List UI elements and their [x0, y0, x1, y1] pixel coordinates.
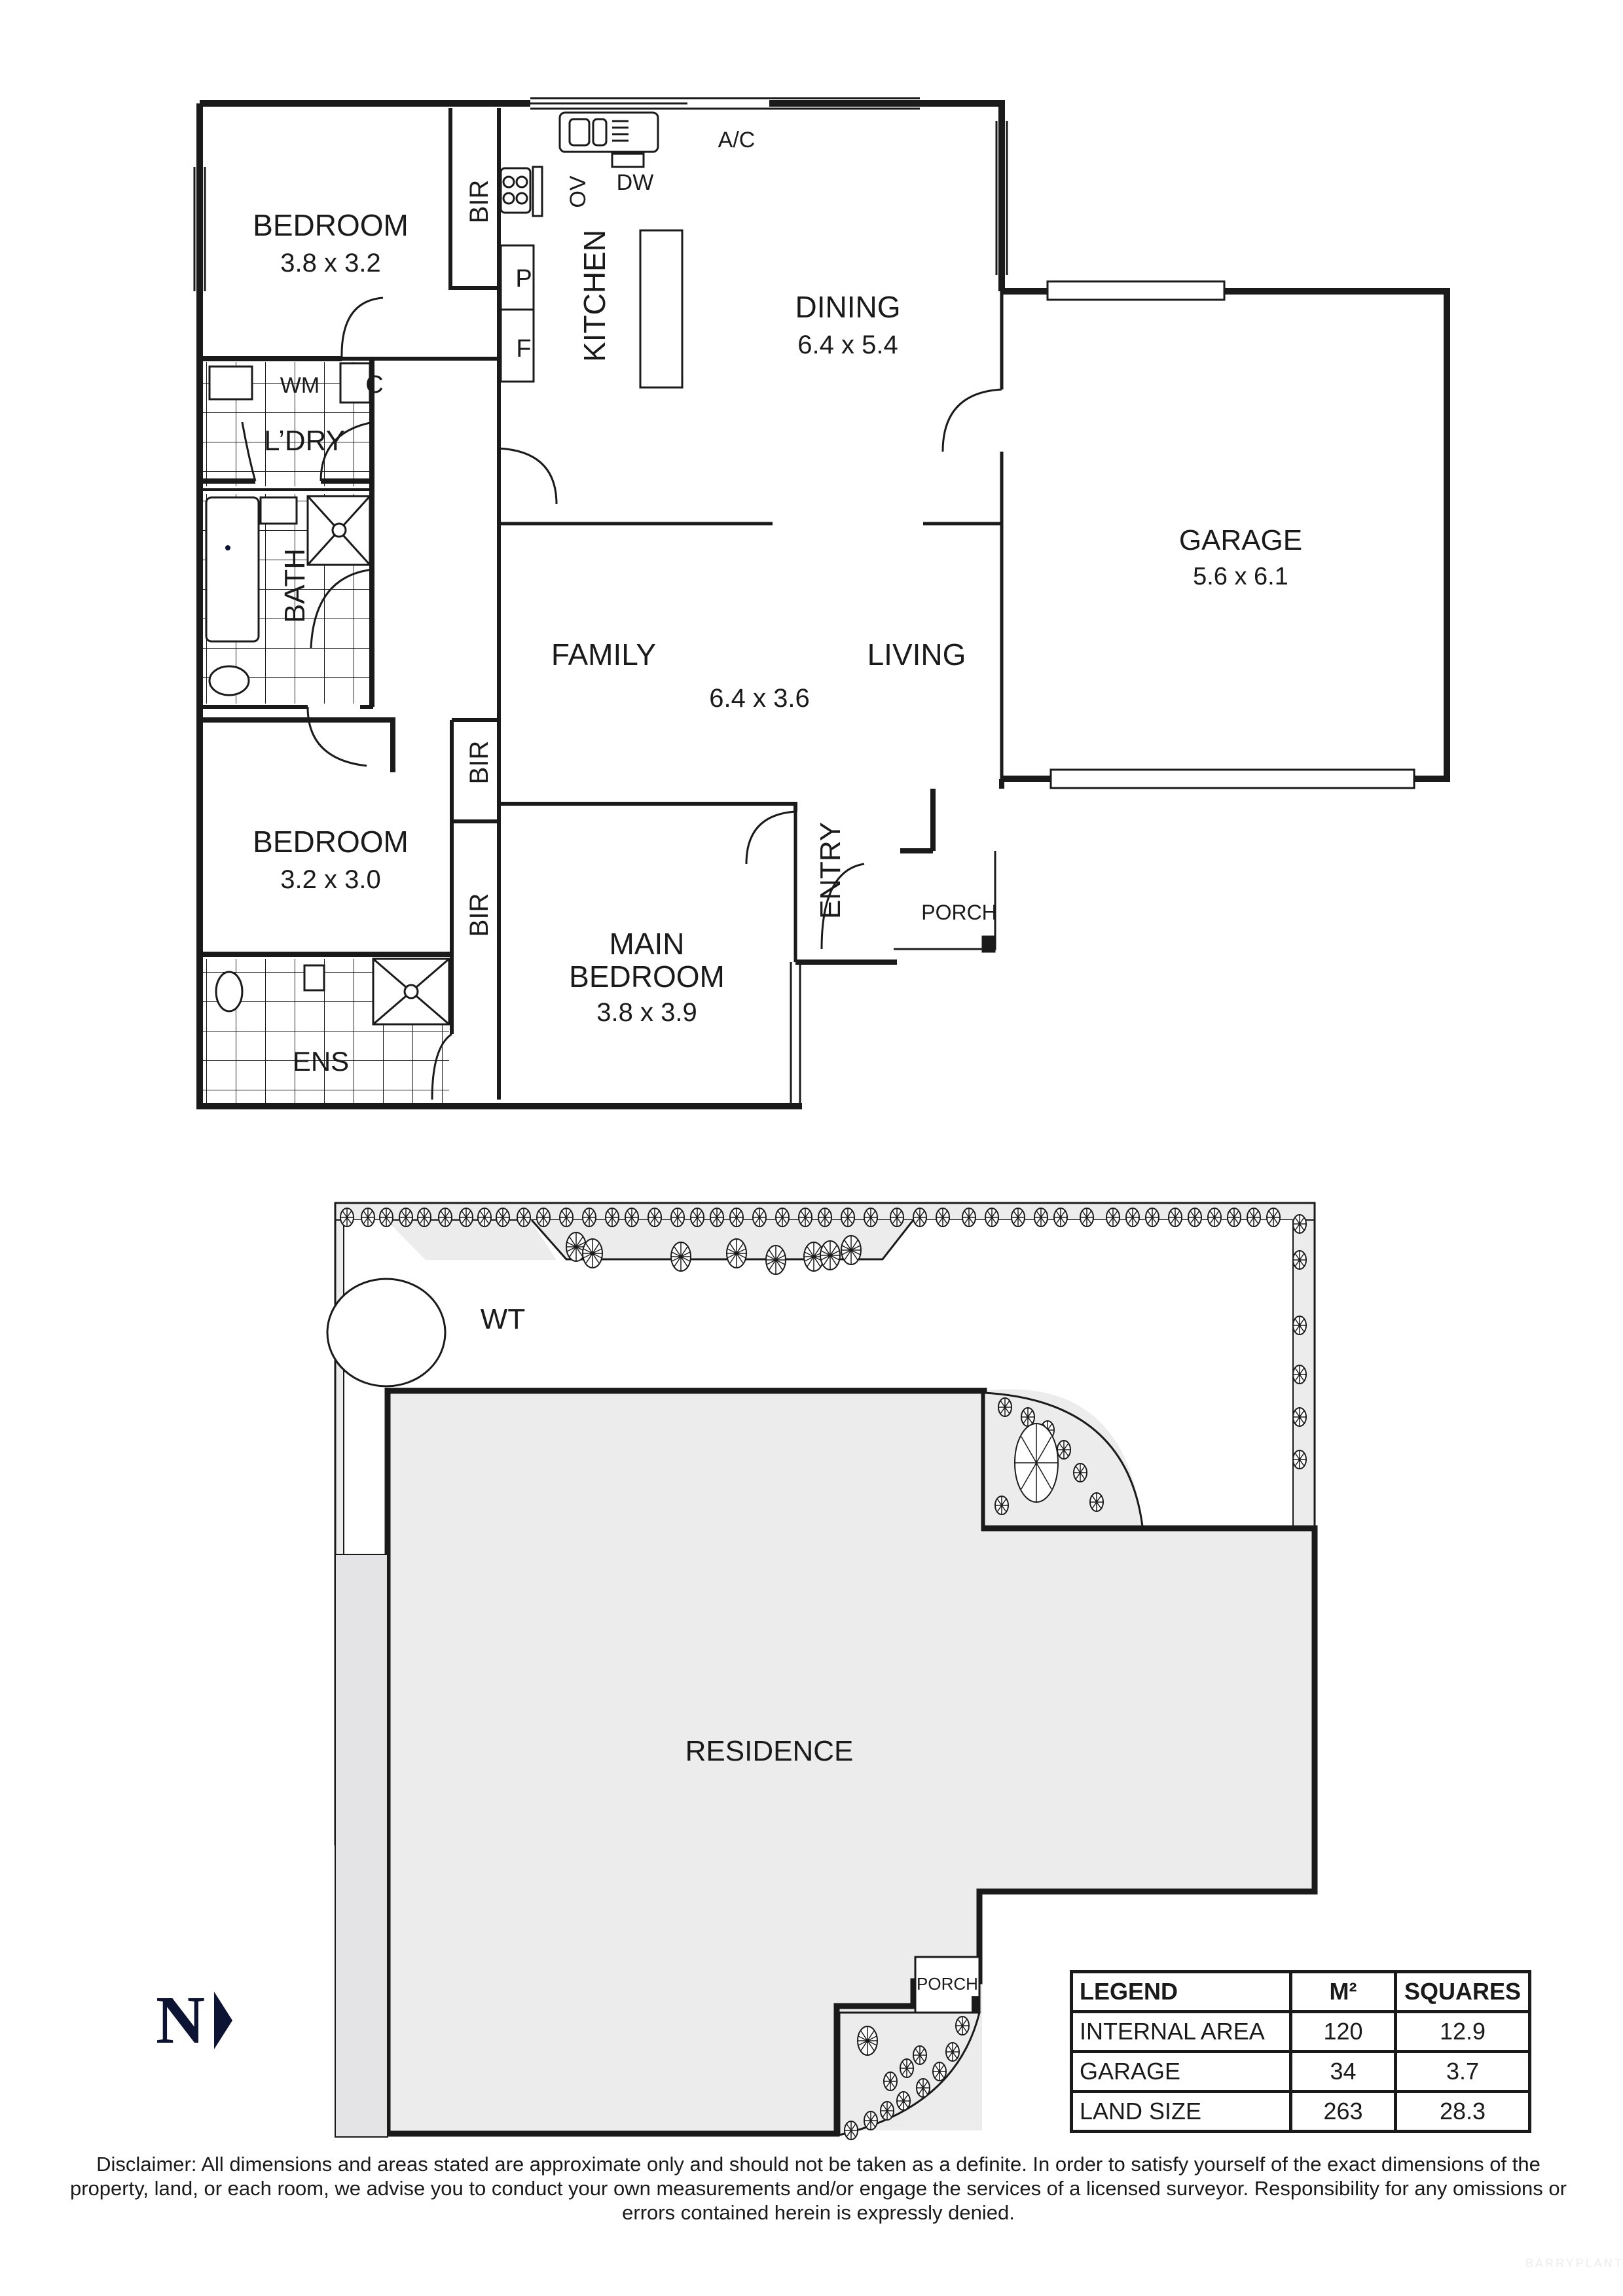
oven-label: OV	[566, 175, 591, 207]
site-porch-label: PORCH	[917, 1974, 978, 1994]
bir-label-2: BIR	[465, 741, 494, 785]
main-bedroom-name-1: MAIN	[610, 927, 685, 961]
legend-header-row: LEGEND M² SQUARES	[1070, 1970, 1531, 2013]
legend-row: INTERNAL AREA 120 12.9	[1070, 2010, 1531, 2053]
garage-name: GARAGE	[1179, 524, 1302, 556]
north-arrow-icon	[214, 1992, 233, 2049]
bedroom1-name: BEDROOM	[253, 208, 409, 242]
water-tank-label: WT	[481, 1303, 525, 1335]
legend-row-squares: 12.9	[1394, 2010, 1531, 2053]
kitchen-label: KITCHEN	[577, 230, 611, 362]
site-labels: WT RESIDENCE PORCH	[481, 1303, 978, 1994]
bedroom2-size: 3.2 x 3.0	[280, 865, 380, 894]
legend-row: LAND SIZE 263 28.3	[1070, 2090, 1531, 2133]
bath-label: BATH	[279, 548, 311, 623]
entry-label: ENTRY	[814, 822, 847, 919]
legend-header-m2: M²	[1289, 1970, 1397, 2013]
legend-header-label: LEGEND	[1070, 1970, 1292, 2013]
laundry-label: L’DRY	[264, 425, 345, 457]
dishwasher-label: DW	[617, 170, 654, 195]
shrubs	[340, 1208, 1307, 2140]
legend-row: GARAGE 34 3.7	[1070, 2050, 1531, 2093]
aircon-label: A/C	[718, 128, 756, 152]
legend-row-squares: 28.3	[1394, 2090, 1531, 2133]
dining-size: 6.4 x 5.4	[797, 331, 898, 359]
family-name: FAMILY	[551, 637, 656, 672]
washing-machine-label: WM	[280, 373, 319, 398]
room-labels: BEDROOM 3.8 x 3.2 DINING 6.4 x 5.4 GARAG…	[253, 128, 1302, 1077]
legend-header-squares: SQUARES	[1394, 1970, 1531, 2013]
legend-row-m2: 34	[1289, 2050, 1397, 2093]
legend-row-label: INTERNAL AREA	[1070, 2010, 1292, 2053]
living-name: LIVING	[867, 637, 966, 672]
dining-name: DINING	[795, 290, 901, 324]
legend-row-m2: 120	[1289, 2010, 1397, 2053]
bedroom1-size: 3.8 x 3.2	[280, 249, 380, 278]
residence-label: RESIDENCE	[685, 1735, 854, 1767]
fixtures	[205, 111, 1415, 1026]
legend-row-squares: 3.7	[1394, 2050, 1531, 2093]
legend-row-label: LAND SIZE	[1070, 2090, 1292, 2133]
legend-row-label: GARAGE	[1070, 2050, 1292, 2093]
north-indicator: N	[156, 1982, 233, 2058]
porch-label: PORCH	[921, 901, 997, 924]
bedroom2-name: BEDROOM	[253, 825, 409, 859]
bir-label-3: BIR	[465, 893, 494, 937]
disclaimer-text: Disclaimer: All dimensions and areas sta…	[70, 2153, 1567, 2224]
bir-label-1: BIR	[465, 180, 494, 224]
ensuite-label: ENS	[293, 1046, 349, 1077]
main-bedroom-name-2: BEDROOM	[569, 960, 725, 994]
legend-table: LEGEND M² SQUARES INTERNAL AREA 120 12.9…	[1070, 1970, 1531, 2133]
pantry-label: P	[515, 265, 532, 293]
north-label: N	[156, 1982, 206, 2058]
house-walls	[193, 97, 1450, 1109]
legend-row-m2: 263	[1289, 2090, 1397, 2133]
family-living-size: 6.4 x 3.6	[709, 684, 809, 713]
garage-size: 5.6 x 6.1	[1193, 563, 1288, 590]
fridge-label: F	[516, 335, 531, 363]
cupboard-label: C	[365, 371, 383, 399]
main-bedroom-size: 3.8 x 3.9	[596, 998, 697, 1027]
brand-watermark: BARRYPLANT	[1525, 2257, 1623, 2270]
